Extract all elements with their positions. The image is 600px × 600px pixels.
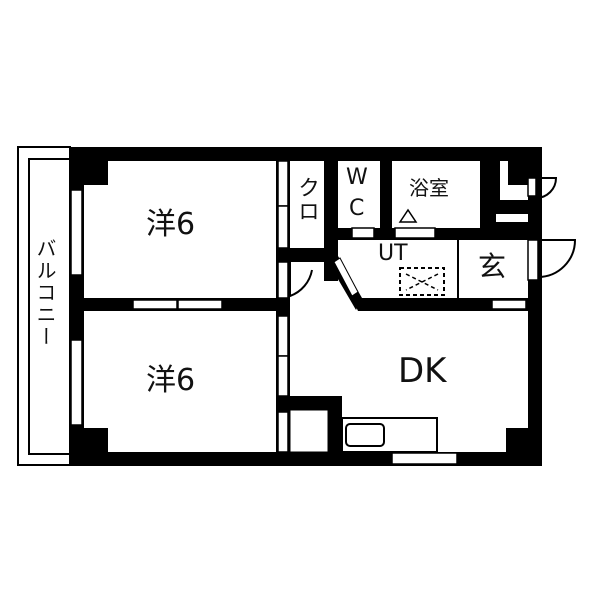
utility-room	[338, 240, 459, 300]
triangle-icon	[398, 208, 418, 223]
washer-icon	[399, 267, 445, 296]
room-label-utility: UT	[378, 241, 408, 266]
toilet	[338, 161, 392, 256]
bath	[392, 161, 494, 241]
room-label-western-1: 洋6	[146, 207, 196, 242]
sink-icon	[345, 423, 385, 447]
room-label-dk: DK	[398, 351, 447, 391]
balcony	[17, 146, 71, 466]
room-label-balcony: バルコニー	[33, 238, 57, 348]
closet	[276, 161, 338, 298]
kitchen-counter	[341, 417, 438, 453]
pipe-space	[494, 161, 558, 241]
utility-bottom-wall	[352, 298, 528, 311]
entrance	[459, 239, 577, 298]
dk-window	[391, 452, 458, 465]
room-label-closet: クロ	[294, 176, 319, 224]
room-divider-vertical	[276, 160, 290, 453]
room-label-bath: 浴室	[409, 176, 449, 200]
balcony-windows	[70, 189, 83, 426]
room-label-toilet-c: C	[349, 196, 365, 221]
room-label-entrance: 玄	[478, 250, 507, 283]
room-label-western-2: 洋6	[146, 363, 196, 398]
room-label-toilet-w: W	[346, 165, 368, 190]
dk-storage	[276, 396, 342, 453]
partition-wall	[84, 298, 280, 311]
diagonal-wall	[328, 256, 362, 310]
